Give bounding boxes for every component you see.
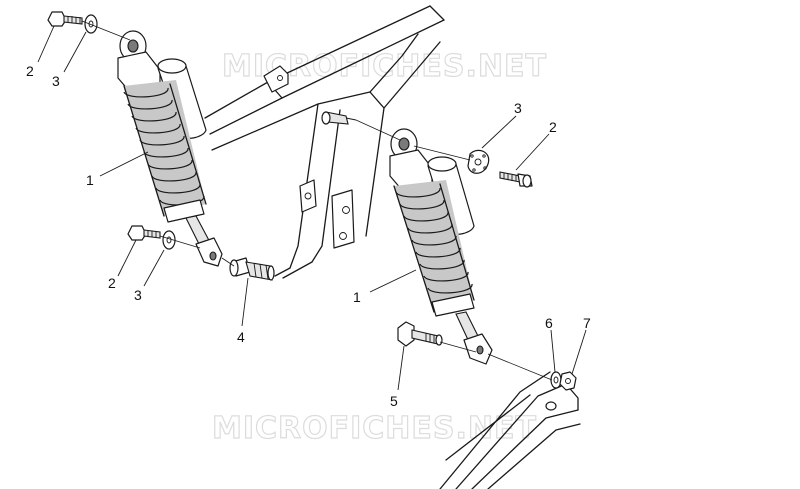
callout-left-shock: 1 <box>86 172 94 188</box>
callout-lower-bolt: 5 <box>390 393 398 409</box>
nut-7 <box>559 371 577 391</box>
top-left-screw <box>47 11 83 27</box>
left-shock-spring <box>123 80 207 217</box>
callout-right-screw: 2 <box>549 119 557 135</box>
frame <box>204 5 445 279</box>
top-left-washer <box>84 14 98 34</box>
watermark-bottom: MICROFICHES.NET <box>212 411 537 446</box>
callout-top-left-washer: 3 <box>52 73 60 89</box>
lower-left-washer <box>162 230 176 250</box>
right-screw <box>499 171 533 188</box>
lower-left-screw <box>127 225 161 241</box>
callout-top-left-screw: 2 <box>26 63 34 79</box>
right-shock-spring <box>393 180 475 313</box>
callout-lower-left-washer: 3 <box>134 287 142 303</box>
callout-lower-left-screw: 2 <box>108 275 116 291</box>
right-washer <box>467 149 490 174</box>
left-shock-absorber <box>117 30 223 267</box>
callout-numbers: 2 3 1 2 3 4 1 3 2 5 6 7 <box>26 63 591 409</box>
callout-right-washer: 3 <box>514 100 522 116</box>
callout-right-shock: 1 <box>353 289 361 305</box>
mounting-pin <box>229 257 275 281</box>
leader-lines <box>37 25 587 391</box>
callout-mounting-pin: 4 <box>237 329 245 345</box>
assembly-lines <box>81 20 553 381</box>
callout-washer-6: 6 <box>545 315 553 331</box>
right-shock-absorber <box>389 128 493 365</box>
washer-6 <box>550 371 562 389</box>
lower-bolt <box>397 321 443 347</box>
callout-nut-7: 7 <box>583 315 591 331</box>
